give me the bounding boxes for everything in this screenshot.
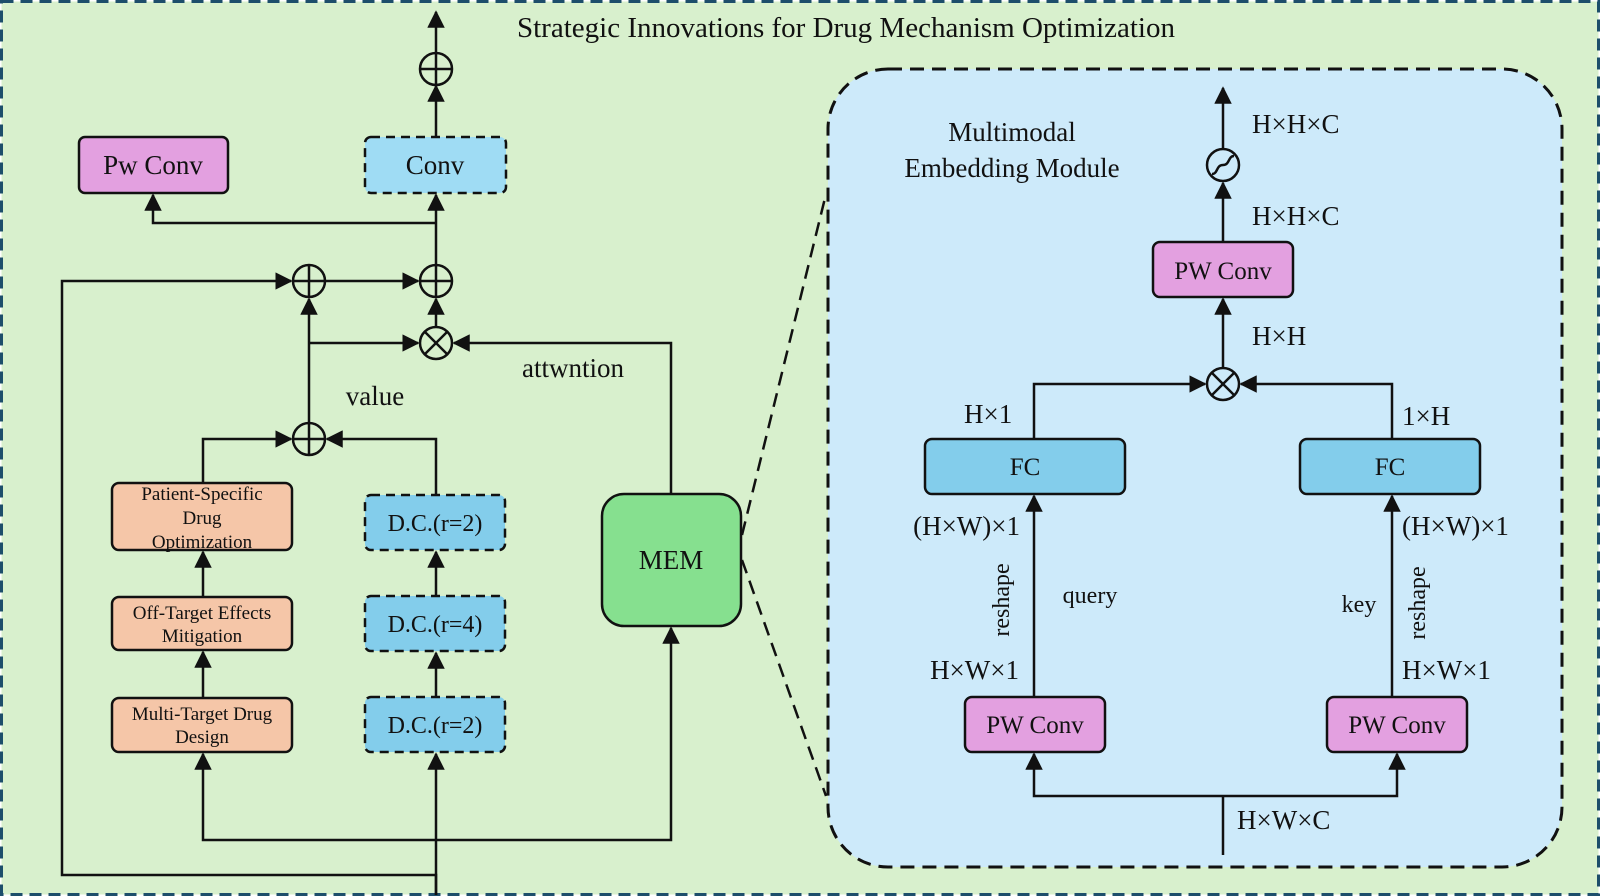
multiply-operator-left — [418, 325, 454, 361]
out-dim-top: H×H×C — [1252, 109, 1339, 139]
mem-module-panel — [826, 67, 1564, 869]
attention-arrow — [452, 334, 673, 493]
dc-label-middle: D.C.(r=4) — [388, 612, 483, 638]
fc-right-label: FC — [1375, 454, 1406, 481]
input-to-pw-left — [1025, 752, 1223, 798]
add-operator-right — [418, 263, 454, 299]
key-label: key — [1342, 592, 1377, 618]
attention-label: attwntion — [522, 353, 624, 383]
pw-conv-left-box — [963, 695, 1107, 754]
pw-conv-top-label: PW Conv — [1174, 258, 1272, 285]
fc-left-label: FC — [1010, 454, 1041, 481]
zoom-line-top — [740, 193, 828, 536]
input-to-mem-arrow — [436, 626, 680, 842]
zoom-line-bottom — [740, 559, 828, 797]
reshape-right-label: reshape — [1405, 566, 1431, 639]
oneh-label: 1×H — [1402, 401, 1450, 431]
pw-conv-right-box — [1325, 695, 1469, 754]
conv-box — [363, 135, 508, 195]
fc-right-box — [1298, 437, 1482, 496]
add-operator-left — [291, 263, 327, 299]
strategy-box-1 — [110, 481, 294, 552]
dc-label-bottom: D.C.(r=2) — [388, 713, 483, 739]
mem-label: MEM — [639, 545, 704, 575]
hw1-right-bottom: H×W×1 — [1402, 655, 1491, 685]
strategy-1-line-2: Drug — [182, 508, 222, 529]
conv-label: Conv — [406, 150, 465, 180]
pw-conv-label: Pw Conv — [103, 150, 203, 180]
out-dim-mid: H×H×C — [1252, 201, 1339, 231]
dc-label-top: D.C.(r=2) — [388, 511, 483, 537]
mem-box — [600, 492, 743, 628]
strategy-1-line-1: Patient-Specific — [141, 484, 262, 505]
dc-box-middle — [363, 594, 507, 653]
strategy-2-line-2: Mitigation — [162, 626, 243, 647]
strategy-3-line-1: Multi-Target Drug — [132, 704, 273, 725]
hxh-label: H×H — [1252, 321, 1306, 351]
pw-conv-left-label: PW Conv — [986, 712, 1084, 739]
fc-left-to-mult — [1032, 375, 1207, 438]
multiply-operator-module — [1205, 366, 1241, 402]
input-dim-label: H×W×C — [1237, 805, 1330, 835]
pw-conv-top-box — [1151, 240, 1295, 299]
input-to-pw-right — [1223, 752, 1406, 798]
branch-to-pw-conv — [144, 193, 436, 225]
fc-left-box — [923, 437, 1127, 496]
h1-label: H×1 — [964, 399, 1012, 429]
hw1-right-top: (H×W)×1 — [1402, 511, 1509, 541]
strategy-2-line-1: Off-Target Effects — [133, 603, 271, 624]
add-operator-middle — [291, 421, 327, 457]
add-operator-top — [418, 51, 454, 87]
strategy-1-line-3: Optimization — [152, 532, 253, 553]
input-to-strategy-arrow — [194, 752, 436, 842]
strategy-3-line-2: Design — [175, 727, 229, 748]
dc-box-bottom — [363, 695, 507, 754]
module-title-line-2: Embedding Module — [904, 153, 1119, 183]
sigmoid-operator — [1205, 147, 1241, 183]
hw1-left-bottom: H×W×1 — [930, 655, 1019, 685]
query-label: query — [1063, 583, 1118, 609]
diagram-title: Strategic Innovations for Drug Mechanism… — [517, 12, 1175, 44]
pw-conv-right-label: PW Conv — [1348, 712, 1446, 739]
dc-to-add — [325, 430, 438, 494]
dc-box-top — [363, 493, 507, 552]
fc-right-to-mult — [1239, 375, 1394, 438]
strategy-box-3 — [110, 696, 294, 754]
module-title-line-1: Multimodal — [948, 117, 1076, 147]
strategy-to-add — [201, 430, 293, 482]
strategy-box-2 — [110, 595, 294, 652]
reshape-left-label: reshape — [989, 563, 1015, 636]
value-label: value — [346, 381, 404, 411]
hw1-left-top: (H×W)×1 — [913, 511, 1020, 541]
pw-conv-box — [77, 135, 230, 195]
